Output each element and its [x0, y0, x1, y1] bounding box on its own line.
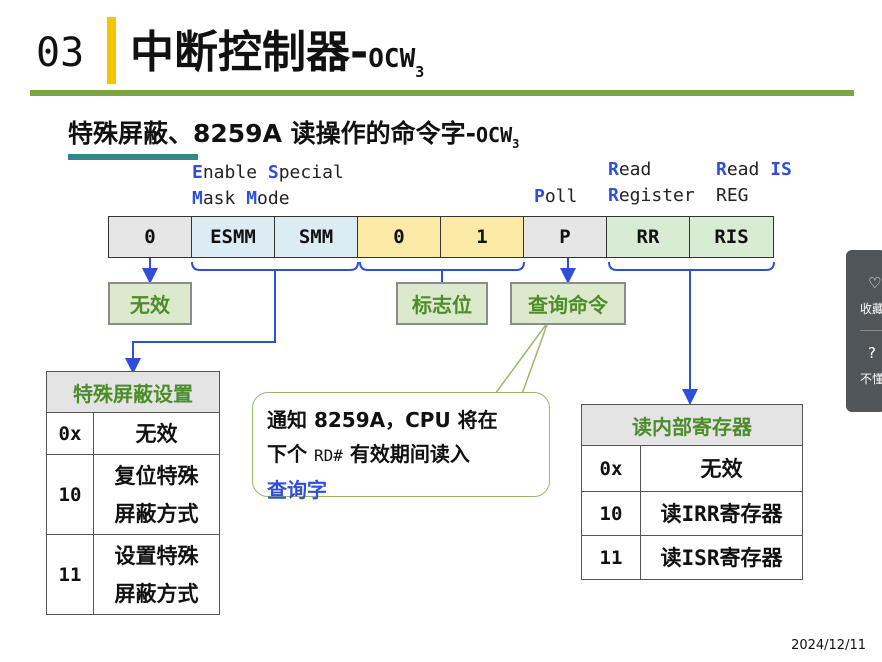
- table-cell-value: 复位特殊屏蔽方式: [93, 454, 220, 535]
- title-subscript: 3: [415, 62, 425, 81]
- callout-box: 通知 8259A，CPU 将在 下个 RD# 有效期间读入 查询字: [252, 392, 550, 502]
- bit-ris: RIS: [690, 217, 773, 257]
- table-cell-key: 0x: [46, 412, 94, 455]
- label-query-command: 查询命令: [510, 282, 626, 325]
- label-flag-bit: 标志位: [396, 282, 488, 325]
- rr-annotation: Read Register: [608, 159, 695, 206]
- table-cell-key: 11: [46, 534, 94, 615]
- bit-d7: 0: [109, 217, 192, 257]
- page-title: 中断控制器-OCW3: [130, 16, 424, 81]
- subtitle-suffix: OCW: [476, 123, 513, 147]
- table-cell-value: 无效: [640, 445, 803, 492]
- callout-line1: 通知 8259A，CPU 将在: [267, 408, 498, 432]
- special-mask-table: 特殊屏蔽设置 0x 无效 10 复位特殊屏蔽方式 11 设置特殊屏蔽方式: [46, 371, 220, 615]
- line-esmm-to-table: [125, 270, 276, 374]
- callout-pointer: [493, 321, 549, 395]
- table-cell-key: 11: [581, 535, 641, 580]
- accent-bar: [107, 17, 116, 84]
- esmm-annotation: Enable Special Mask Mode: [192, 160, 344, 212]
- side-separator: [860, 330, 882, 331]
- bit-d3: 1: [441, 217, 524, 257]
- bit-d4: 0: [358, 217, 441, 257]
- table-cell-key: 0x: [581, 445, 641, 492]
- question-icon[interactable]: ?: [868, 344, 876, 362]
- title-suffix: OCW: [368, 44, 416, 74]
- slide-subtitle: 特殊屏蔽、8259A 读操作的命令字-OCW3: [68, 114, 519, 151]
- bit-rr: RR: [607, 217, 690, 257]
- favorite-label[interactable]: 收藏: [860, 302, 882, 316]
- special-mask-table-header: 特殊屏蔽设置: [46, 371, 220, 413]
- brace-flag-bits: [359, 261, 525, 271]
- ocw3-register: 0 ESMM SMM 0 1 P RR RIS: [108, 216, 774, 258]
- brace-esmm-smm: [191, 261, 359, 271]
- help-label[interactable]: 不懂: [860, 372, 882, 386]
- heart-icon[interactable]: ♡: [868, 274, 882, 292]
- table-cell-value: 读ISR寄存器: [640, 535, 803, 580]
- subtitle-main: 特殊屏蔽、8259A 读操作的命令字-: [68, 119, 477, 148]
- poll-annotation: Poll: [534, 186, 578, 207]
- bit-smm: SMM: [275, 217, 358, 257]
- esmm-annotation-line2: Mask Mode: [192, 188, 290, 209]
- callout-line3: 查询字: [267, 478, 327, 502]
- callout-line2: 下个 RD# 有效期间读入: [267, 442, 470, 466]
- footer-date: 2024/12/11: [791, 638, 866, 653]
- ris-annotation: Read IS REG: [716, 159, 792, 206]
- header-divider: [30, 90, 854, 96]
- label-invalid: 无效: [108, 282, 192, 325]
- subtitle-underline: [68, 154, 198, 160]
- section-number: 03: [36, 30, 85, 76]
- bit-poll: P: [524, 217, 607, 257]
- brace-rr-ris: [608, 261, 775, 271]
- title-main: 中断控制器-: [130, 27, 369, 78]
- table-cell-key: 10: [46, 454, 94, 535]
- read-register-table-header: 读内部寄存器: [581, 404, 803, 446]
- subtitle-subscript: 3: [512, 137, 520, 151]
- table-cell-value: 设置特殊屏蔽方式: [93, 534, 220, 615]
- table-cell-value: 无效: [93, 412, 220, 455]
- side-toolbar: ♡ 收藏 ? 不懂: [846, 250, 882, 412]
- esmm-annotation-line1: Enable Special: [192, 162, 344, 183]
- bit-esmm: ESMM: [192, 217, 275, 257]
- read-register-table: 读内部寄存器 0x 无效 10 读IRR寄存器 11 读ISR寄存器: [581, 404, 803, 580]
- table-cell-value: 读IRR寄存器: [640, 491, 803, 536]
- table-cell-key: 10: [581, 491, 641, 536]
